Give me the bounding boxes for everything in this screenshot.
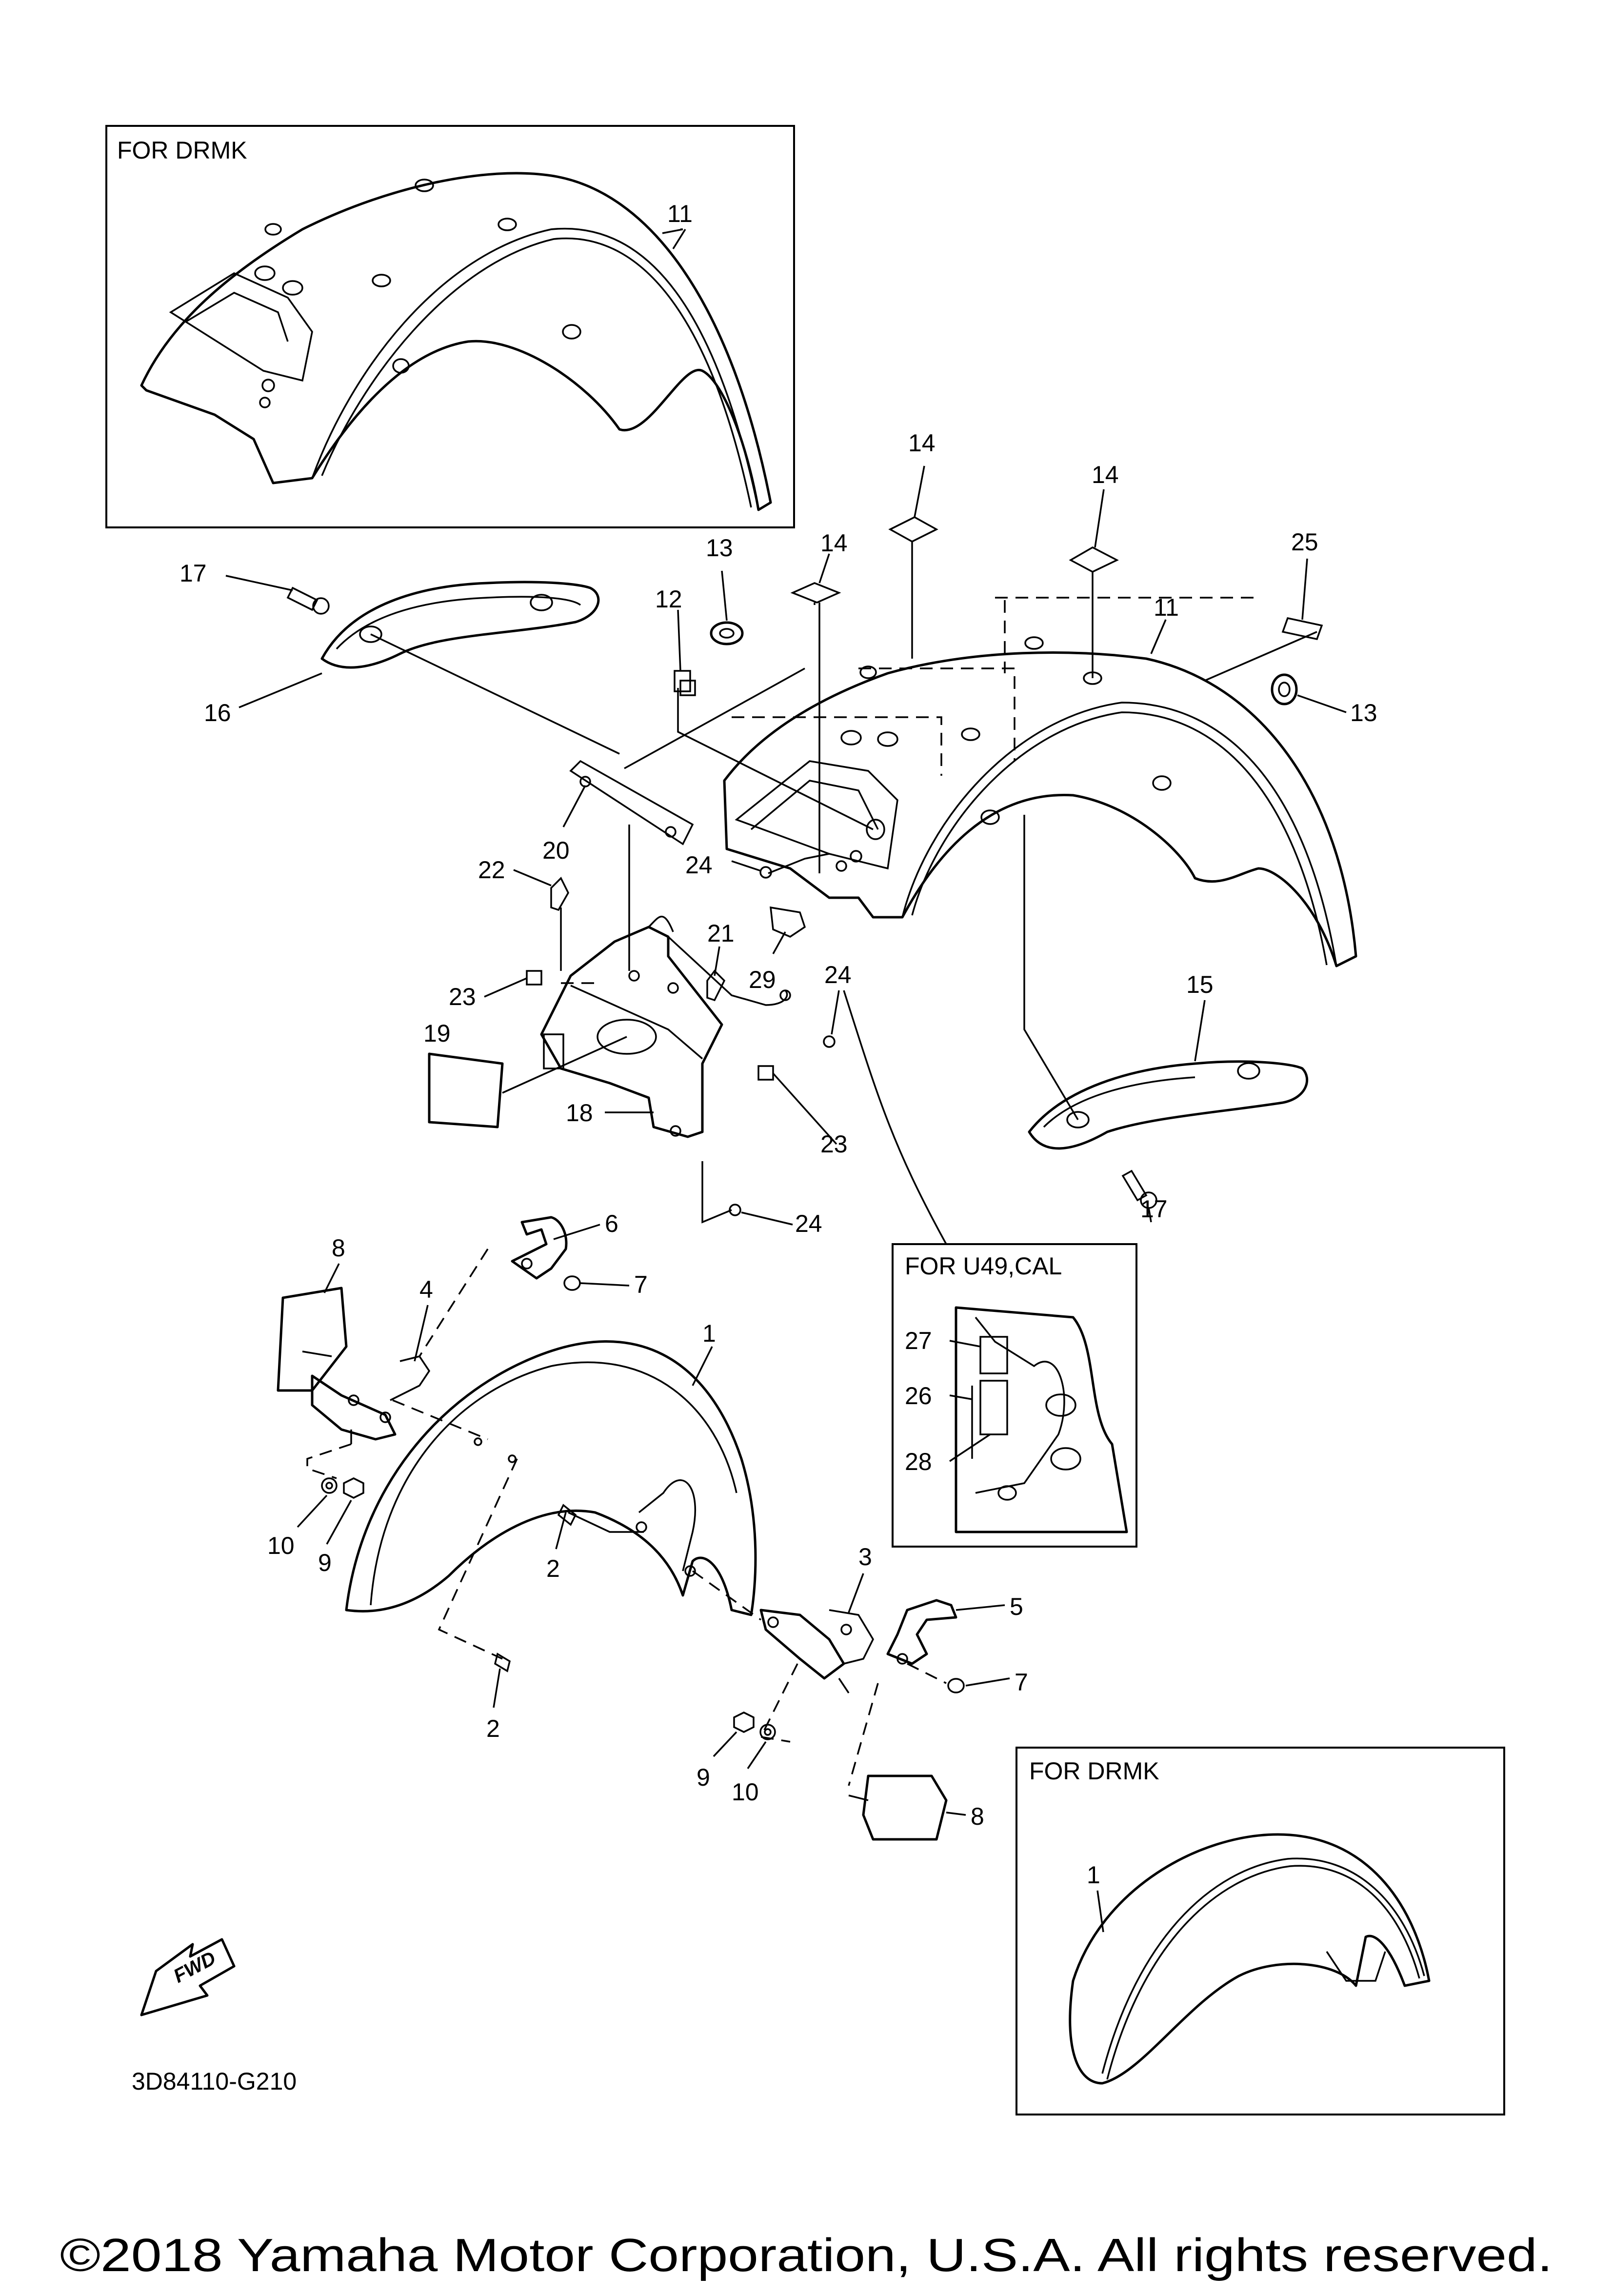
washer-10-left (321, 1477, 338, 1494)
callout-20: 20 (542, 837, 570, 864)
bolt-2-lower (494, 1652, 511, 1672)
callout-24: 24 (824, 961, 852, 988)
callout-29: 29 (749, 966, 776, 993)
nut-9-left (343, 1477, 364, 1499)
callout-1: 1 (702, 1320, 716, 1347)
rear-fender-detail (955, 1306, 1128, 1533)
callout-27: 27 (905, 1327, 932, 1354)
callout-23: 23 (449, 983, 476, 1010)
plate-20 (569, 760, 694, 846)
callout-24: 24 (685, 851, 713, 879)
reflector-8-lower (848, 1774, 948, 1841)
label-14-b (888, 516, 938, 543)
inset-u49-cal: FOR U49,CAL (892, 1243, 1137, 1548)
switch-12 (674, 670, 696, 696)
grab-bar-right (1028, 1060, 1308, 1150)
bolt-7-upper (563, 1275, 581, 1291)
inset-box-frame (105, 125, 795, 528)
assembly-lines (306, 542, 1317, 1786)
inset-box-frame (1016, 1747, 1505, 2115)
bracket-6 (511, 1216, 568, 1280)
callout-18: 18 (566, 1099, 593, 1127)
callout-28: 28 (905, 1448, 932, 1475)
inset-drmk-front-fender: FOR DRMK (1016, 1747, 1505, 2115)
label-25 (1281, 617, 1323, 641)
damper-22 (550, 877, 569, 911)
inset-label: FOR DRMK (117, 137, 247, 164)
callout-1: 1 (1087, 1861, 1100, 1889)
callout-17: 17 (1140, 1195, 1168, 1223)
front-fender-main (345, 1340, 757, 1616)
bolt-7-lower (947, 1678, 965, 1693)
callout-11: 11 (667, 200, 693, 227)
grommet-13-left (710, 621, 744, 645)
callout-21: 21 (707, 920, 735, 947)
callout-3: 3 (858, 1543, 872, 1571)
front-fender-drmk (1069, 1833, 1431, 2085)
callout-14: 14 (908, 429, 936, 457)
callout-4: 4 (419, 1276, 433, 1303)
fwd-arrow-icon: FWD (140, 1938, 236, 2016)
label-14-a (790, 582, 841, 604)
callout-14: 14 (1092, 461, 1119, 488)
bolt-2-upper (557, 1504, 577, 1526)
callout-10: 10 (267, 1532, 295, 1559)
label-14-c (1069, 546, 1119, 573)
callout-8: 8 (332, 1234, 345, 1262)
license-bracket-18 (540, 915, 791, 1138)
callout-8: 8 (971, 1803, 984, 1830)
inset-box-frame (892, 1243, 1137, 1548)
callout-7: 7 (1015, 1669, 1028, 1696)
callout-16: 16 (204, 699, 231, 726)
callout-6: 6 (605, 1210, 618, 1237)
grab-bar-left (320, 581, 600, 669)
stay-4 (311, 1355, 431, 1444)
grommet-13-right (1271, 673, 1298, 705)
nut-9-right (733, 1712, 755, 1733)
bolt-17-upper (286, 586, 330, 615)
label-27 (979, 1336, 1008, 1374)
screw-24-b (823, 1035, 836, 1048)
label-28 (979, 1380, 1008, 1435)
callout-23: 23 (820, 1130, 848, 1158)
callout-22: 22 (478, 856, 505, 884)
callout-25: 25 (1291, 528, 1318, 556)
rear-fender-main (723, 636, 1357, 967)
inset-label: FOR U49,CAL (905, 1252, 1062, 1280)
damper-29 (770, 906, 806, 938)
inset-drmk-rear-fender: FOR DRMK (105, 125, 795, 528)
diagram-code: 3D84110-G210 (132, 2068, 297, 2095)
callout-9: 9 (318, 1549, 332, 1576)
callout-numbers: 11 14 14 14 25 17 13 12 11 16 13 20 22 2… (179, 200, 1377, 1889)
callout-13: 13 (1350, 699, 1377, 726)
leader-lines (225, 465, 1347, 1816)
copyright-notice: ©2018 Yamaha Motor Corporation, U.S.A. A… (60, 2229, 1553, 2281)
callout-5: 5 (1010, 1593, 1023, 1620)
callout-24: 24 (795, 1210, 822, 1237)
callout-9: 9 (697, 1764, 710, 1791)
callout-2: 2 (546, 1555, 560, 1582)
callout-17: 17 (179, 560, 207, 587)
damper-23-left (526, 970, 542, 986)
reflector-19 (428, 1052, 504, 1128)
callout-2: 2 (486, 1715, 500, 1742)
stay-3 (759, 1609, 874, 1693)
callout-14: 14 (820, 529, 848, 557)
callout-12: 12 (655, 585, 682, 613)
callout-15: 15 (1186, 971, 1214, 998)
callout-10: 10 (732, 1778, 759, 1806)
callout-11: 11 (1154, 594, 1179, 621)
callout-13: 13 (706, 534, 733, 562)
reflector-8-upper (277, 1287, 348, 1392)
inset-label: FOR DRMK (1029, 1757, 1159, 1785)
callout-26: 26 (905, 1382, 932, 1410)
damper-23-right (757, 1065, 774, 1081)
callout-19: 19 (423, 1020, 451, 1047)
bracket-5 (886, 1599, 957, 1665)
damper-21 (706, 969, 726, 1002)
callout-7: 7 (634, 1271, 648, 1298)
